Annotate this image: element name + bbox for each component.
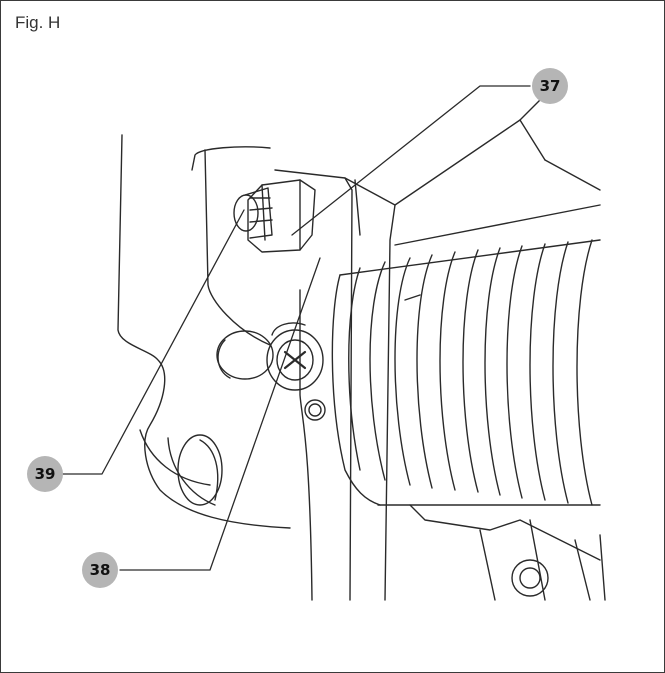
callout-38: 38 — [82, 552, 118, 588]
lower-housing — [409, 504, 606, 601]
leader-39 — [61, 209, 245, 475]
callout-39-label: 39 — [35, 465, 56, 483]
callout-39: 39 — [27, 456, 63, 492]
leader-lines — [61, 85, 531, 571]
leader-37 — [291, 85, 531, 236]
callout-38-label: 38 — [90, 561, 111, 579]
figure-label: Fig. H — [15, 13, 61, 32]
bracket-plate — [274, 99, 601, 601]
bellows-boot — [331, 239, 601, 506]
callout-37: 37 — [532, 68, 568, 104]
phillips-screw — [216, 322, 326, 421]
callout-37-label: 37 — [540, 77, 561, 95]
housing-outline — [117, 134, 291, 529]
leader-38 — [119, 257, 321, 571]
adjusting-bolt — [233, 179, 316, 253]
